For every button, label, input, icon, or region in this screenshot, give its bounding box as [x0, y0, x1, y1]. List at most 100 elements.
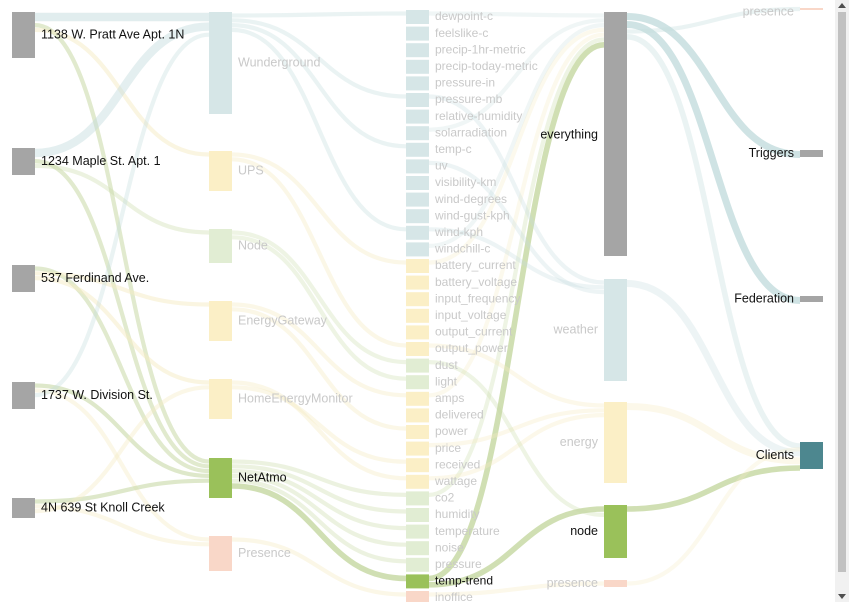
node-loc1[interactable] — [12, 12, 35, 58]
link-everything-to-clients[interactable] — [626, 34, 801, 449]
node-m_uv[interactable] — [406, 159, 429, 174]
node-homeenergy[interactable] — [209, 379, 232, 419]
node-m_infreq[interactable] — [406, 292, 429, 307]
scroll-up-arrow-icon[interactable] — [838, 3, 846, 8]
node-m_wattage[interactable] — [406, 474, 429, 489]
link-m_batcur-to-everything[interactable] — [428, 27, 605, 265]
link-m_solar-to-everything[interactable] — [428, 18, 605, 132]
link-netatmo-to-m_pressure[interactable] — [231, 478, 407, 564]
link-m_uv-to-weather[interactable] — [428, 160, 605, 295]
link-netatmo-to-m_co2[interactable] — [231, 459, 407, 497]
node-m_vis[interactable] — [406, 176, 429, 190]
link-energygateway-to-m_amps[interactable] — [231, 302, 407, 398]
node-wunderground[interactable] — [209, 12, 232, 114]
node-m_windkph[interactable] — [406, 225, 429, 240]
node-netatmo[interactable] — [209, 458, 232, 498]
link-m_inoffice-to-presencecat[interactable] — [428, 581, 605, 597]
link-m_pressmb-to-weather[interactable] — [428, 94, 605, 285]
node-nodecat[interactable] — [604, 505, 627, 558]
link-everything-to-presence_top[interactable] — [626, 6, 801, 34]
node-m_price[interactable] — [406, 441, 429, 456]
link-loc2-to-wunderground[interactable] — [34, 22, 210, 158]
node-m_batvolt[interactable] — [406, 275, 429, 290]
link-loc3-to-netatmo[interactable] — [34, 266, 210, 474]
node-m_tempc[interactable] — [406, 142, 429, 157]
link-m_windchill-to-everything[interactable] — [428, 23, 605, 248]
node-m_noise[interactable] — [406, 541, 429, 556]
node-m_temperature[interactable] — [406, 524, 429, 539]
link-netatmo-to-m_temptrend[interactable] — [231, 483, 407, 582]
link-m_amps-to-everything[interactable] — [428, 32, 605, 398]
link-energygateway-to-m_power[interactable] — [231, 307, 407, 431]
link-node1-to-m_light[interactable] — [231, 235, 407, 381]
node-m_pressin[interactable] — [406, 76, 429, 91]
node-federation[interactable] — [800, 296, 823, 302]
node-m_solar[interactable] — [406, 126, 429, 141]
link-loc1-to-netatmo[interactable] — [34, 23, 210, 464]
node-m_humidity[interactable] — [406, 508, 429, 522]
link-loc1-to-ups[interactable] — [34, 27, 210, 157]
node-presencecat[interactable] — [604, 580, 627, 587]
node-weather[interactable] — [604, 279, 627, 381]
node-m_relhum[interactable] — [406, 109, 429, 124]
link-m_temptrend-to-everything[interactable] — [428, 42, 605, 582]
link-nodecat-to-clients[interactable] — [626, 465, 801, 512]
node-loc4[interactable] — [12, 382, 35, 409]
link-energy-to-clients[interactable] — [626, 403, 801, 465]
link-netatmo-to-m_temperature[interactable] — [231, 469, 407, 531]
node-presencedev[interactable] — [209, 536, 232, 571]
link-everything-to-triggers[interactable] — [626, 13, 801, 158]
node-m_winddeg[interactable] — [406, 192, 429, 207]
link-loc3-to-energygateway[interactable] — [34, 271, 210, 307]
node-loc2[interactable] — [12, 148, 35, 175]
node-m_outpow[interactable] — [406, 342, 429, 356]
node-m_dewpoint[interactable] — [406, 10, 429, 24]
link-ups-to-m_outpow[interactable] — [231, 157, 407, 348]
link-m_co2-to-everything[interactable] — [428, 37, 605, 497]
node-m_involt[interactable] — [406, 308, 429, 323]
link-netatmo-to-m_humidity[interactable] — [231, 464, 407, 514]
node-m_pressure[interactable] — [406, 557, 429, 572]
link-loc3-to-homeenergy[interactable] — [34, 276, 210, 385]
scrollbar-thumb[interactable] — [838, 12, 846, 572]
link-everything-to-federation[interactable] — [626, 21, 801, 304]
node-node1[interactable] — [209, 229, 232, 263]
node-m_temptrend[interactable] — [406, 574, 429, 589]
vertical-scrollbar[interactable] — [835, 0, 849, 602]
link-loc4-to-wunderground[interactable] — [34, 32, 210, 398]
node-m_feelslike[interactable] — [406, 26, 429, 41]
link-loc4-to-netatmo[interactable] — [34, 383, 210, 478]
node-presence_top[interactable] — [800, 8, 823, 10]
node-everything[interactable] — [604, 12, 627, 256]
link-netatmo-to-m_noise[interactable] — [231, 473, 407, 547]
node-clients[interactable] — [800, 442, 823, 469]
link-m_wattage-to-energy[interactable] — [428, 413, 605, 481]
link-m_dewpoint-to-everything[interactable] — [428, 11, 605, 18]
scroll-down-arrow-icon[interactable] — [838, 594, 846, 599]
link-homeenergy-to-m_wattage[interactable] — [231, 380, 407, 481]
link-m_price-to-energy[interactable] — [428, 408, 605, 448]
node-m_inoffice[interactable] — [406, 591, 429, 602]
node-energygateway[interactable] — [209, 301, 232, 341]
node-m_outcur[interactable] — [406, 325, 429, 340]
link-weather-to-clients[interactable] — [626, 280, 801, 457]
link-loc4-to-presencedev[interactable] — [34, 388, 210, 542]
node-m_light[interactable] — [406, 375, 429, 390]
link-loc2-to-netatmo[interactable] — [34, 159, 210, 469]
link-node1-to-m_dust[interactable] — [231, 230, 407, 365]
link-loc5-to-presencedev[interactable] — [34, 504, 210, 547]
node-m_delivered[interactable] — [406, 408, 429, 423]
node-m_power[interactable] — [406, 425, 429, 439]
node-m_received[interactable] — [406, 458, 429, 473]
node-m_pressmb[interactable] — [406, 93, 429, 107]
node-m_precip1[interactable] — [406, 43, 429, 58]
link-loc5-to-netatmo[interactable] — [34, 478, 210, 504]
link-m_windkph-to-weather[interactable] — [428, 227, 605, 290]
node-m_dust[interactable] — [406, 358, 429, 373]
node-m_windgust[interactable] — [406, 209, 429, 224]
link-wunderground-to-m_dewpoint[interactable] — [231, 11, 407, 18]
node-m_windchill[interactable] — [406, 242, 429, 257]
node-m_preciptoday[interactable] — [406, 59, 429, 74]
node-loc5[interactable] — [12, 498, 35, 518]
node-triggers[interactable] — [800, 150, 823, 157]
